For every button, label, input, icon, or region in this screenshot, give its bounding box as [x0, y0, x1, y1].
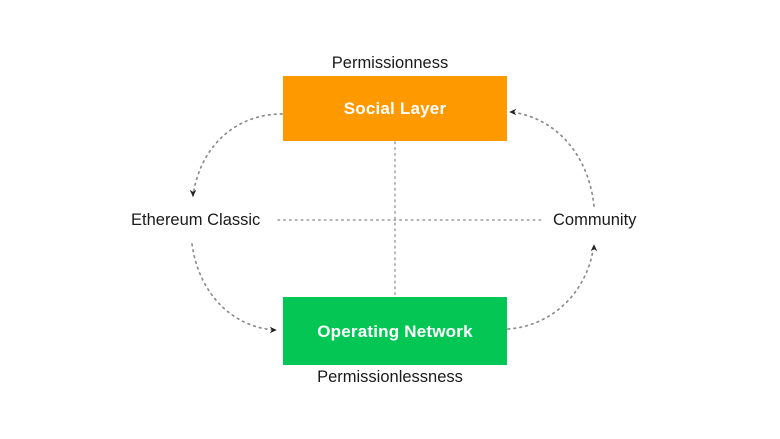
arrow-social-layer-to-ethereum-classic — [189, 113, 283, 197]
arrow-community-to-social-layer — [509, 108, 595, 207]
axis-label-community: Community — [553, 211, 637, 229]
arrow-operating-network-to-community — [507, 244, 598, 330]
node-social-layer-label: Social Layer — [343, 99, 447, 118]
arrow-ethereum-classic-to-operating-network — [191, 243, 277, 334]
axis-label-permissionness: Permissionness — [331, 54, 449, 72]
axis-label-ethereum-classic: Ethereum Classic — [131, 211, 261, 229]
node-operating-network[interactable]: Operating Network — [283, 297, 507, 365]
node-operating-network-label: Operating Network — [317, 321, 473, 341]
node-social-layer[interactable]: Social Layer — [283, 76, 507, 141]
axis-label-permissionlessness: Permissionlessness — [317, 368, 463, 386]
